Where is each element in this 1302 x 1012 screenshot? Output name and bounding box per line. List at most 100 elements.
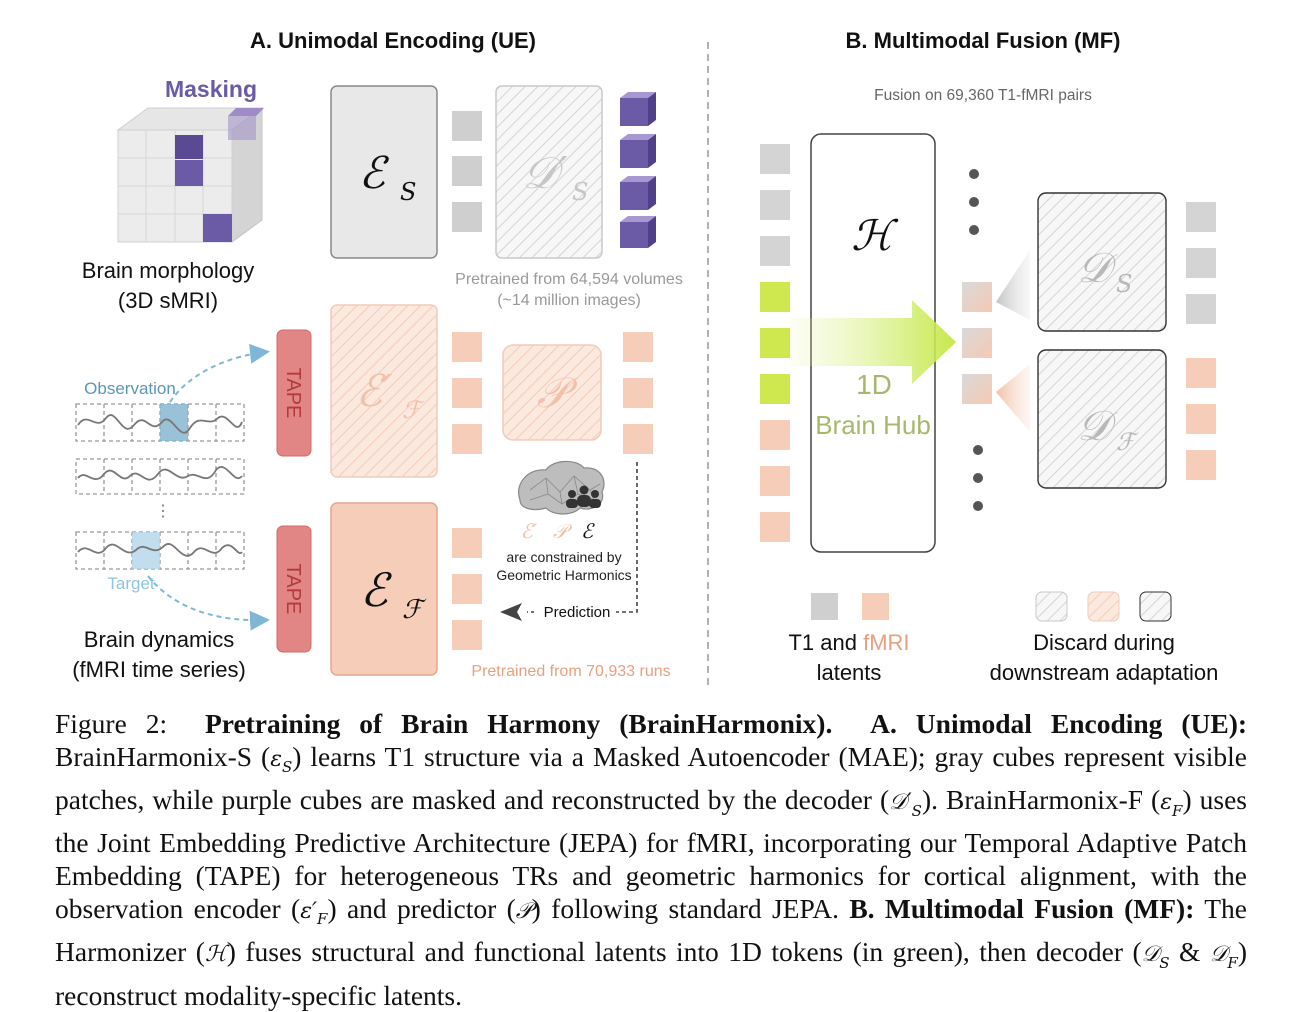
caption-text: ) uses the Joint Embedding Predictive Ar… xyxy=(55,784,1247,924)
legend-t1-label: T1 and xyxy=(788,630,863,655)
legend-swatch-hatch-outline xyxy=(1139,591,1172,622)
legend-swatch-hatch-pink xyxy=(1087,591,1120,622)
output-tokens xyxy=(1186,202,1216,480)
hub-tokens xyxy=(962,282,992,404)
legend-swatch-hatch-gray xyxy=(1035,591,1068,622)
encoder-s-box xyxy=(330,85,438,259)
latent-token-pink xyxy=(452,424,482,454)
prediction-path xyxy=(527,462,638,613)
observation-encoder-symbol: ℰ′ xyxy=(356,366,393,417)
latent-token-pink xyxy=(452,620,482,650)
caption-text: BrainHarmonix-S ( xyxy=(55,740,271,772)
caption-symbol: S xyxy=(1159,953,1170,972)
decoder-f-box-mf xyxy=(1037,349,1167,489)
caption-text: The Harmonizer ( xyxy=(55,892,1247,968)
latent-token-pink xyxy=(623,378,653,408)
svg-text:ℰ: ℰ xyxy=(359,148,390,199)
encoder-s-symbol: ℰ xyxy=(359,148,390,199)
decoder-s-box-mf xyxy=(1037,192,1167,332)
tape-label: TAPE xyxy=(282,564,304,615)
fusion-note: Fusion on 69,360 T1-fMRI pairs xyxy=(874,87,1092,104)
input-tokens xyxy=(760,144,790,542)
decoder-s-subscript: S xyxy=(572,178,588,206)
tape-box-target xyxy=(276,525,312,653)
reconstructed-cubes xyxy=(620,92,656,248)
decoder-s-box xyxy=(495,85,603,259)
caption-symbol: S xyxy=(282,758,293,777)
target-arrow xyxy=(147,575,270,631)
pretrain-s-note: Pretrained from 64,594 volumes xyxy=(455,271,683,288)
fan-to-decoder-f xyxy=(996,364,1030,432)
caption-symbol: ε xyxy=(1160,790,1173,816)
caption-figure-label: Figure 2: xyxy=(55,708,168,739)
fan-to-decoder-s xyxy=(996,250,1030,320)
caption-text: ). BrainHarmonix-F ( xyxy=(921,784,1161,816)
hub-label-1d: 1D xyxy=(856,369,892,400)
legend-swatch-gray xyxy=(811,593,838,620)
caption-symbol: ε′ xyxy=(300,898,318,924)
harmonizer-symbol: ℋ xyxy=(851,211,899,260)
observation-arrow xyxy=(169,343,270,403)
decoder-s-mf-subscript: S xyxy=(1116,270,1132,298)
pretrain-s-note-2: (~14 million images) xyxy=(497,292,641,309)
caption-symbol: F xyxy=(317,910,328,929)
caption-symbol: F xyxy=(1172,801,1183,820)
caption-symbol: 𝒟 xyxy=(1141,942,1160,968)
prediction-arrowhead xyxy=(500,603,522,621)
decoder-f-mf-subscript: ℱ xyxy=(1116,428,1139,456)
caption-symbol: 𝒫 xyxy=(515,898,532,924)
target-encoder-box xyxy=(330,502,438,676)
caption-symbol: ℋ xyxy=(204,942,227,968)
caption-text: ) fuses structural and functional latent… xyxy=(226,936,1142,968)
panel-a-title: A. Unimodal Encoding (UE) xyxy=(250,28,536,53)
masking-cube xyxy=(116,107,264,243)
svg-text:ℰ′: ℰ′ xyxy=(521,519,538,543)
caption-symbol: S xyxy=(911,801,922,820)
panel-b-title: B. Multimodal Fusion (MF) xyxy=(846,28,1121,53)
caption-text: ) learns T1 structure via a Masked Autoe… xyxy=(55,740,1247,816)
latent-token-gray xyxy=(452,202,482,232)
figure-diagram: A. Unimodal Encoding (UE) Masking Brain … xyxy=(72,28,1219,690)
legend-swatch-pink xyxy=(862,593,889,620)
observation-encoder-subscript: ℱ xyxy=(402,396,425,424)
caption-title: Pretraining of Brain Harmony (BrainHarmo… xyxy=(204,708,833,739)
morphology-sublabel: (3D sMRI) xyxy=(118,288,218,313)
dynamics-sublabel: (fMRI time series) xyxy=(72,657,246,682)
pretrain-f-note: Pretrained from 70,933 runs xyxy=(471,663,670,680)
masking-label: Masking xyxy=(165,76,257,102)
caption-a-heading: A. Unimodal Encoding (UE): xyxy=(870,708,1248,739)
latent-token-gray xyxy=(452,111,482,141)
people-icon xyxy=(566,485,601,508)
legend-discard-label: Discard during xyxy=(1033,630,1175,655)
caption-text: ) and predictor ( xyxy=(327,892,516,924)
legend-discard-sublabel: downstream adaptation xyxy=(990,660,1219,685)
svg-text:⋮: ⋮ xyxy=(155,503,171,520)
geometric-harmonics-label: Geometric Harmonics xyxy=(496,567,631,583)
constrained-label: are constrained by xyxy=(506,549,621,565)
legend-latents-label: latents xyxy=(817,660,882,685)
observation-encoder-box xyxy=(330,304,438,478)
svg-text:T1 and fMRI: T1 and fMRI xyxy=(788,630,909,655)
prediction-label: Prediction xyxy=(544,604,611,621)
hub-label: Brain Hub xyxy=(815,410,931,440)
dynamics-label: Brain dynamics xyxy=(84,627,234,652)
caption-text: ) following standard JEPA. xyxy=(531,892,839,924)
caption-symbol: 𝒟 xyxy=(1209,942,1228,968)
constraint-encoder-obs: ℰ′ xyxy=(521,519,538,543)
latent-token-pink xyxy=(452,574,482,604)
target-label: Target xyxy=(107,574,155,593)
target-encoder-symbol: ℰ xyxy=(360,563,392,617)
observation-label: Observation xyxy=(84,379,176,398)
latent-token-pink xyxy=(452,332,482,362)
encoder-s-subscript: S xyxy=(400,178,416,206)
fmri-time-series: ⋮ xyxy=(75,403,245,570)
morphology-label: Brain morphology xyxy=(82,258,254,283)
green-fusion-arrow xyxy=(790,300,956,384)
caption-symbol: ε xyxy=(270,746,282,772)
decoder-s-symbol: 𝒟′ xyxy=(522,148,567,199)
tape-label: TAPE xyxy=(282,368,304,419)
caption-symbol: F xyxy=(1227,953,1238,972)
caption-text: & xyxy=(1169,936,1210,968)
latent-token-pink xyxy=(623,424,653,454)
ellipsis-dots xyxy=(969,169,983,511)
